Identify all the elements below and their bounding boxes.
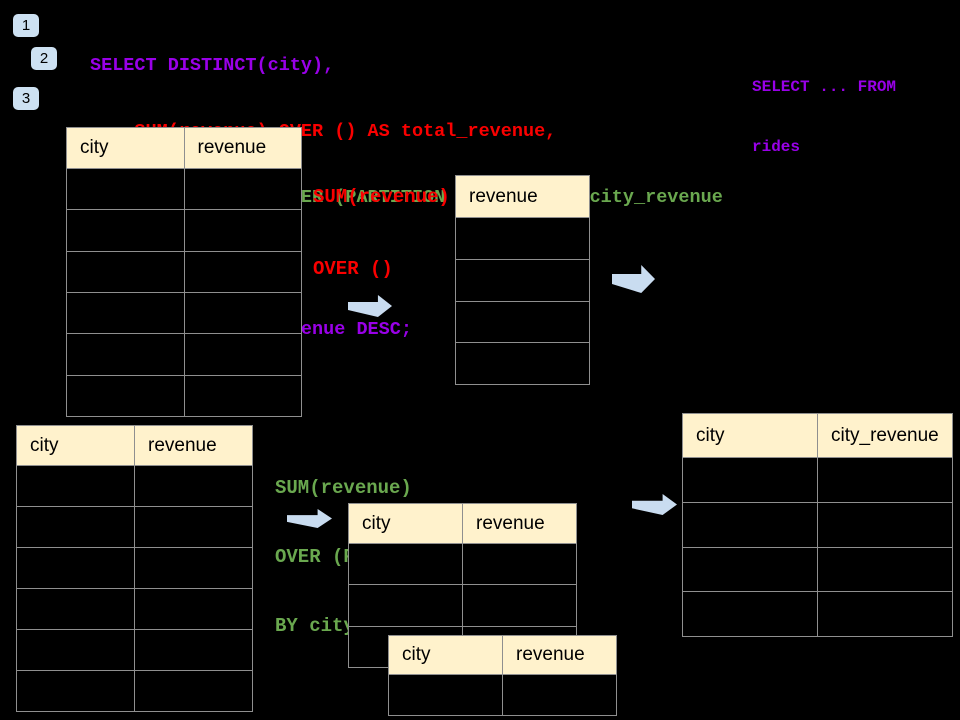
empty-cell bbox=[67, 169, 185, 210]
empty-cell bbox=[135, 589, 252, 629]
column-header-city_revenue: city_revenue bbox=[831, 424, 939, 446]
empty-cell bbox=[185, 169, 302, 209]
column-header-city: city bbox=[683, 414, 818, 457]
sql-line-select: SELECT DISTINCT(city), bbox=[90, 55, 335, 76]
empty-cell bbox=[17, 589, 135, 629]
table-row bbox=[683, 546, 952, 592]
column-header-city: city bbox=[349, 504, 463, 543]
table-row bbox=[67, 250, 302, 292]
empty-cell bbox=[456, 260, 589, 301]
flow-arrow-icon-4 bbox=[632, 494, 677, 515]
empty-cell bbox=[17, 548, 135, 588]
table-row bbox=[456, 300, 589, 343]
empty-cell bbox=[135, 507, 252, 547]
table-row bbox=[349, 543, 576, 585]
empty-cell bbox=[683, 502, 818, 547]
column-header-city: city bbox=[389, 636, 503, 674]
table-row bbox=[67, 291, 302, 334]
column-header-revenue: revenue bbox=[476, 512, 545, 534]
table-header-row: revenue bbox=[456, 176, 589, 217]
table-header-row: city revenue bbox=[349, 504, 576, 543]
empty-cell bbox=[185, 252, 302, 292]
table-header-row: city revenue bbox=[17, 426, 252, 465]
table-header-row: city revenue bbox=[389, 636, 616, 674]
table-row bbox=[456, 217, 589, 259]
empty-cell bbox=[463, 585, 576, 625]
empty-cell bbox=[67, 375, 185, 416]
table-row bbox=[17, 465, 252, 506]
empty-cell bbox=[456, 343, 589, 384]
empty-cell bbox=[818, 503, 952, 547]
table-partition-front: city revenue bbox=[388, 635, 617, 716]
empty-cell bbox=[185, 210, 302, 250]
table-source-top: city revenue bbox=[66, 127, 302, 417]
table-row bbox=[17, 629, 252, 670]
empty-cell bbox=[67, 334, 185, 375]
table-row bbox=[67, 168, 302, 210]
empty-cell bbox=[135, 630, 252, 670]
empty-cell bbox=[683, 458, 818, 502]
empty-cell bbox=[135, 548, 252, 588]
table-city-revenue-result: city city_revenue bbox=[682, 413, 953, 637]
table-row bbox=[349, 584, 576, 626]
step-badge-1: 1 bbox=[13, 14, 39, 37]
empty-cell bbox=[135, 671, 252, 711]
column-header-city: city bbox=[67, 128, 185, 168]
red-note-line-1: SUM(revenue) bbox=[313, 186, 450, 208]
empty-cell bbox=[818, 458, 952, 502]
step-badge-3: 3 bbox=[13, 87, 39, 110]
column-header-revenue: revenue bbox=[469, 185, 538, 207]
table-total-revenue: revenue bbox=[455, 175, 590, 385]
empty-cell bbox=[67, 210, 185, 251]
table-row bbox=[683, 591, 952, 636]
side-note-line-1: SELECT ... FROM bbox=[752, 78, 897, 96]
table-row bbox=[67, 374, 302, 416]
empty-cell bbox=[349, 585, 463, 626]
table-row bbox=[456, 258, 589, 301]
table-row bbox=[17, 670, 252, 711]
column-header-revenue: revenue bbox=[148, 434, 217, 456]
table-row bbox=[17, 506, 252, 547]
table-row bbox=[456, 342, 589, 384]
table-row bbox=[67, 333, 302, 375]
empty-cell bbox=[456, 302, 589, 343]
empty-cell bbox=[818, 548, 952, 592]
empty-cell bbox=[389, 675, 503, 715]
empty-cell bbox=[185, 376, 302, 416]
table-row bbox=[67, 209, 302, 251]
red-note-line-2: OVER () bbox=[313, 258, 393, 280]
table-row bbox=[683, 457, 952, 502]
table-row bbox=[683, 501, 952, 547]
empty-cell bbox=[185, 293, 302, 333]
table-row bbox=[389, 674, 616, 715]
empty-cell bbox=[67, 251, 185, 292]
table-header-row: city city_revenue bbox=[683, 414, 952, 457]
empty-cell bbox=[463, 544, 576, 584]
empty-cell bbox=[17, 507, 135, 547]
empty-cell bbox=[67, 292, 185, 334]
step-badge-2: 2 bbox=[31, 47, 57, 70]
empty-cell bbox=[683, 547, 818, 592]
empty-cell bbox=[17, 671, 135, 711]
green-note-line-1: SUM(revenue) bbox=[275, 477, 412, 499]
empty-cell bbox=[135, 466, 252, 506]
empty-cell bbox=[683, 592, 818, 636]
table-row bbox=[17, 547, 252, 588]
table-header-row: city revenue bbox=[67, 128, 301, 168]
side-note-line-2: rides bbox=[752, 138, 801, 156]
empty-cell bbox=[503, 675, 616, 715]
empty-cell bbox=[17, 466, 135, 506]
side-note-select-from-rides: SELECT ... FROM rides bbox=[752, 37, 896, 197]
table-source-bottom: city revenue bbox=[16, 425, 253, 712]
annotation-sum-over-all: SUM(revenue) OVER () bbox=[313, 137, 450, 329]
table-row bbox=[17, 588, 252, 629]
column-header-city: city bbox=[17, 426, 135, 465]
empty-cell bbox=[349, 544, 463, 585]
column-header-revenue: revenue bbox=[197, 137, 267, 158]
empty-cell bbox=[456, 218, 589, 259]
empty-cell bbox=[185, 334, 302, 374]
column-header-revenue: revenue bbox=[516, 644, 585, 665]
empty-cell bbox=[17, 630, 135, 670]
empty-cell bbox=[818, 592, 952, 636]
